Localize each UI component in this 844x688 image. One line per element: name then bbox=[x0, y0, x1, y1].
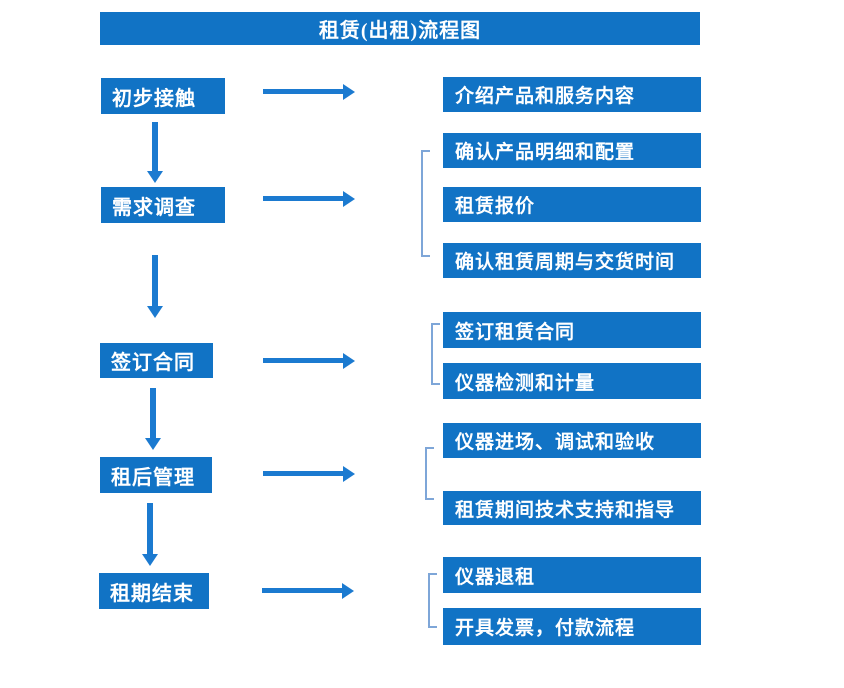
detail-box-invoice-payment: 开具发票，付款流程 bbox=[443, 608, 701, 645]
arrow-head-icon bbox=[343, 191, 355, 207]
arrow-head-icon bbox=[342, 583, 354, 599]
arrow-head-icon bbox=[142, 554, 158, 566]
stage-box-sign-contract: 签订合同 bbox=[100, 343, 213, 378]
page-title: 租赁(出租)流程图 bbox=[318, 20, 482, 42]
bracket-demand-survey-group bbox=[421, 150, 430, 257]
down-arrow-3 bbox=[145, 388, 161, 450]
arrow-head-icon bbox=[343, 84, 355, 100]
detail-box-introduce-products: 介绍产品和服务内容 bbox=[443, 77, 701, 112]
arrow-head-icon bbox=[147, 306, 163, 318]
arrow-head-icon bbox=[343, 466, 355, 482]
down-arrow-1 bbox=[147, 122, 163, 183]
title-bar: 租赁(出租)流程图 bbox=[100, 12, 700, 45]
arrow-head-icon bbox=[147, 171, 163, 183]
stage-box-demand-survey: 需求调查 bbox=[101, 187, 225, 223]
detail-box-instrument-setup: 仪器进场、调试和验收 bbox=[443, 423, 701, 458]
detail-box-instrument-testing: 仪器检测和计量 bbox=[443, 363, 701, 399]
detail-box-sign-rental-contract: 签订租赁合同 bbox=[443, 312, 701, 348]
stage-box-initial-contact: 初步接触 bbox=[101, 78, 225, 114]
arrow-shaft bbox=[263, 358, 345, 363]
arrow-shaft bbox=[263, 196, 345, 201]
detail-box-rental-quote: 租赁报价 bbox=[443, 187, 701, 222]
arrow-shaft bbox=[152, 122, 158, 173]
arrow-shaft bbox=[152, 255, 158, 308]
detail-box-tech-support: 租赁期间技术支持和指导 bbox=[443, 491, 701, 525]
arrow-shaft bbox=[262, 588, 344, 593]
detail-box-instrument-return: 仪器退租 bbox=[443, 557, 701, 593]
detail-box-confirm-product-details: 确认产品明细和配置 bbox=[443, 133, 701, 168]
right-arrow-post-rental bbox=[263, 466, 355, 482]
right-arrow-demand-survey bbox=[263, 191, 355, 207]
arrow-head-icon bbox=[145, 438, 161, 450]
right-arrow-rental-end bbox=[262, 583, 354, 599]
stage-box-post-rental-management: 租后管理 bbox=[100, 457, 212, 493]
stage-box-rental-end: 租期结束 bbox=[99, 573, 209, 609]
arrow-shaft bbox=[150, 388, 156, 440]
right-arrow-sign-contract bbox=[263, 353, 355, 369]
bracket-sign-contract-group bbox=[431, 323, 440, 385]
down-arrow-4 bbox=[142, 503, 158, 566]
arrow-shaft bbox=[147, 503, 153, 556]
bracket-post-rental-group bbox=[425, 447, 434, 500]
arrow-shaft bbox=[263, 89, 345, 94]
bracket-rental-end-group bbox=[428, 573, 437, 628]
right-arrow-initial-contact bbox=[263, 84, 355, 100]
down-arrow-2 bbox=[147, 255, 163, 318]
arrow-shaft bbox=[263, 471, 345, 476]
arrow-head-icon bbox=[343, 353, 355, 369]
detail-box-confirm-rental-period: 确认租赁周期与交货时间 bbox=[443, 243, 701, 278]
